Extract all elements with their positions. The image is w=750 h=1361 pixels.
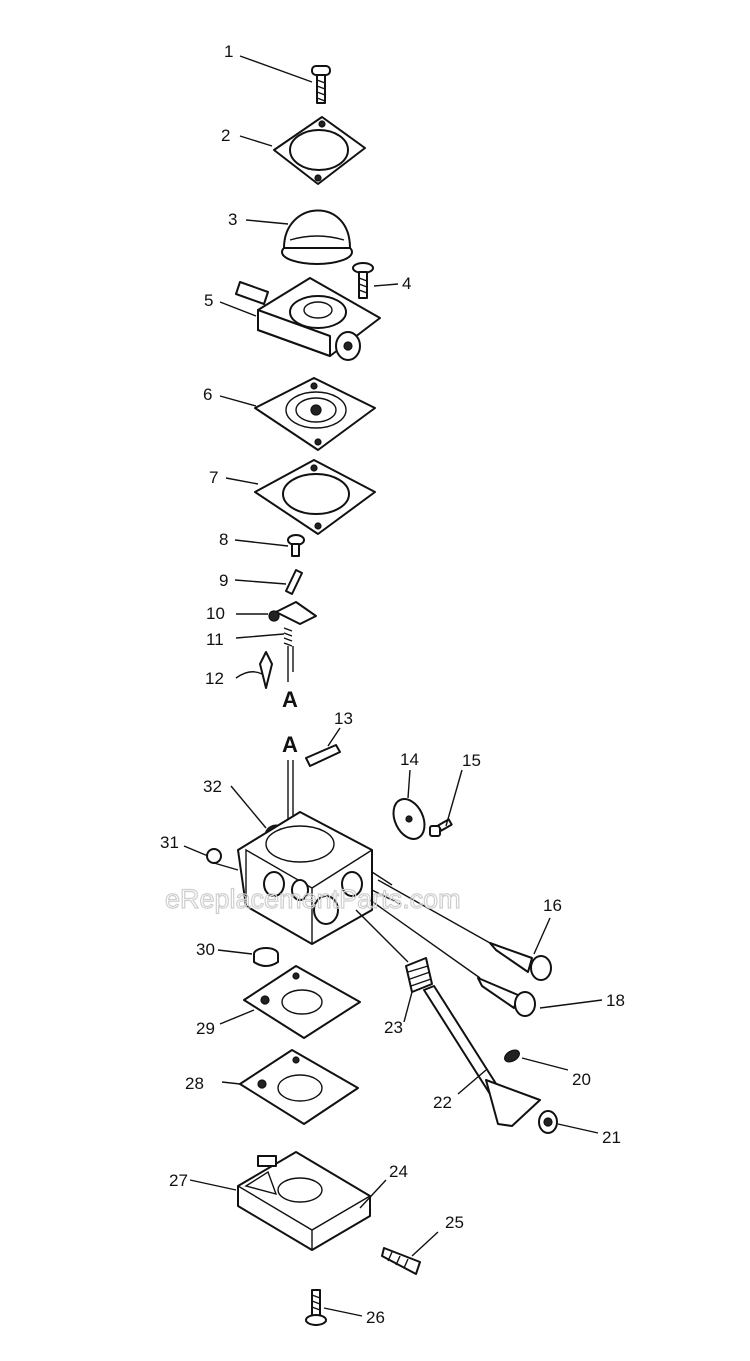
- callout-3: 3: [228, 210, 237, 229]
- part-28-diaphragm: [239, 1049, 359, 1125]
- callout-23: 23: [384, 1018, 403, 1037]
- part-9-pin: [285, 569, 303, 595]
- callout-2: 2: [221, 126, 230, 145]
- part-22-choke-shaft: [423, 985, 541, 1127]
- callout-12: 12: [205, 669, 224, 688]
- part-7-gasket: [254, 459, 376, 535]
- callout-16: 16: [543, 896, 562, 915]
- part-26-screw: [305, 1289, 327, 1326]
- callout-13: 13: [334, 709, 353, 728]
- part-8-screw: [287, 534, 305, 557]
- part-25-screw: [381, 1247, 421, 1275]
- part-23-spring: [405, 957, 433, 993]
- callout-7: 7: [209, 468, 218, 487]
- section-letter-a-upper: A: [282, 687, 298, 712]
- callout-26: 26: [366, 1308, 385, 1327]
- part-14-disc: [392, 798, 426, 840]
- callout-14: 14: [400, 750, 419, 769]
- part-6-diaphragm: [254, 377, 376, 451]
- part-13-pin: [305, 744, 341, 767]
- callout-24: 24: [389, 1162, 408, 1181]
- callout-21: 21: [602, 1128, 621, 1147]
- callout-32: 32: [203, 777, 222, 796]
- callout-4: 4: [402, 274, 411, 293]
- part-29-gasket: [243, 965, 361, 1039]
- part-27-cover: [237, 1151, 371, 1251]
- callout-1: 1: [224, 42, 233, 61]
- callout-10: 10: [206, 604, 225, 623]
- part-2-cover-plate: [273, 116, 366, 185]
- part-3-primer-bulb: [281, 209, 353, 265]
- part-16-adjust-needle: [489, 942, 552, 981]
- part-11-spring: [283, 627, 294, 672]
- callout-8: 8: [219, 530, 228, 549]
- section-letter-a-lower: A: [282, 732, 298, 757]
- part-4-screw: [352, 262, 374, 299]
- callout-28: 28: [185, 1074, 204, 1093]
- callout-15: 15: [462, 751, 481, 770]
- callout-leader-lines: [183, 55, 603, 1317]
- callout-numbers: 1 2 3 4 5 6 7 8 9 10 11 12 13 14 15 16 1…: [160, 42, 625, 1327]
- part-21-nut: [538, 1110, 558, 1134]
- part-1-screw: [311, 65, 331, 104]
- callout-25: 25: [445, 1213, 464, 1232]
- part-12-needle: [259, 651, 273, 689]
- callout-5: 5: [204, 291, 213, 310]
- callout-11: 11: [206, 630, 224, 649]
- adjust-screw-guide-lines: [355, 879, 491, 979]
- callout-22: 22: [433, 1093, 452, 1112]
- watermark-text: eReplacementParts.com: [165, 884, 461, 914]
- callout-27: 27: [169, 1171, 188, 1190]
- callout-9: 9: [219, 571, 228, 590]
- callout-20: 20: [572, 1070, 591, 1089]
- part-15-screw: [429, 818, 453, 837]
- part-5-pump-body: [235, 277, 381, 361]
- part-20-clip: [504, 1049, 520, 1063]
- callout-30: 30: [196, 940, 215, 959]
- callout-18: 18: [606, 991, 625, 1010]
- part-31-choke-lever: [206, 848, 239, 871]
- part-18-adjust-needle: [477, 977, 536, 1017]
- callout-6: 6: [203, 385, 212, 404]
- part-10-lever: [268, 601, 317, 625]
- callout-31: 31: [160, 833, 179, 852]
- part-30-filter: [253, 947, 279, 967]
- callout-29: 29: [196, 1019, 215, 1038]
- part-carburetor-body: [237, 811, 401, 945]
